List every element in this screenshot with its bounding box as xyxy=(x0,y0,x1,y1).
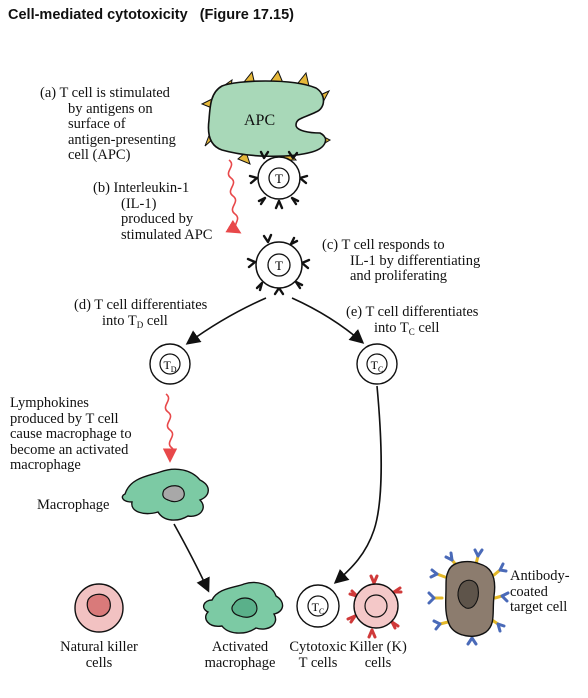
td-cell: TD xyxy=(149,343,191,385)
lymphokines-line: macrophage xyxy=(10,457,81,473)
step-a-line: (a) T cell is stimulated xyxy=(40,85,170,101)
natural-killer-label: Natural killer cells xyxy=(49,639,149,671)
target-cell xyxy=(427,548,510,646)
page-title: Cell-mediated cytotoxicity (Figure 17.15) xyxy=(8,7,294,23)
lymphokines-line: produced by T cell xyxy=(10,410,119,427)
killer-line: cells xyxy=(364,654,392,671)
step-b-line: produced by xyxy=(121,211,194,227)
t-cell-center-receptors xyxy=(246,233,311,296)
svg-text:TC: TC xyxy=(312,600,325,616)
lymphokines-line: become an activated xyxy=(10,441,129,458)
antibody-line: Antibody- xyxy=(510,568,570,584)
activated-macrophage xyxy=(202,581,284,634)
step-e-suffix: cell xyxy=(414,319,440,336)
tc-cell-label: T xyxy=(371,358,379,372)
step-b-line: (IL-1) xyxy=(121,195,157,212)
killer-receptors xyxy=(346,574,403,639)
svg-text:TC: TC xyxy=(371,358,384,374)
step-e-prefix: into T xyxy=(374,319,409,336)
activated-line: macrophage xyxy=(204,654,276,671)
step-a-label: (a) T cell is stimulated by antigens on … xyxy=(40,85,176,164)
il1-arrow xyxy=(225,159,242,234)
step-d-sub: D xyxy=(136,319,144,330)
step-e-line1: (e) T cell differentiates xyxy=(346,304,479,320)
step-b-label: (b) Interleukin-1 (IL-1) produced by sti… xyxy=(93,180,213,243)
step-a-line: surface of xyxy=(68,116,126,132)
activated-macrophage-label: Activated macrophage xyxy=(190,639,290,671)
cytotoxic-label: Cytotoxic T cells xyxy=(273,639,363,671)
apc-label: APC xyxy=(244,112,275,129)
arrow-to-td xyxy=(185,297,267,345)
natural-killer-cell xyxy=(74,583,124,633)
cytotoxic-line: T cells xyxy=(298,654,338,671)
step-d-line1: (d) T cell differentiates xyxy=(74,297,208,313)
arrow-to-tc xyxy=(291,297,365,344)
lymphokine-arrow xyxy=(162,393,178,463)
apc-body xyxy=(207,80,327,158)
step-a-line: by antigens on xyxy=(68,100,153,117)
step-a-line: cell (APC) xyxy=(68,147,131,163)
t-cell-center: T xyxy=(246,233,311,296)
killer-cell xyxy=(346,574,403,639)
killer-line: Killer (K) xyxy=(349,639,407,655)
killer-label: Killer (K) cells xyxy=(341,639,415,671)
antibody-line: coated xyxy=(510,583,548,600)
arrow-to-cytotoxic xyxy=(333,385,382,584)
step-c-line: IL-1 by differentiating xyxy=(350,252,481,269)
cytotoxic-t-cell: TC xyxy=(296,584,340,628)
step-c-line: and proliferating xyxy=(350,268,448,284)
tc-cell: TC xyxy=(356,343,398,385)
t-cell-top: T xyxy=(248,150,309,210)
figure-ref: (Figure 17.15) xyxy=(199,7,294,23)
step-c-line: (c) T cell responds to xyxy=(322,237,445,253)
td-cell-sub: D xyxy=(171,365,177,374)
nk-line: cells xyxy=(85,654,113,671)
step-a-line: antigen-presenting xyxy=(68,131,176,148)
step-d-prefix: into T xyxy=(102,312,137,329)
step-b-line: stimulated APC xyxy=(121,226,213,243)
t-cell-center-label: T xyxy=(275,258,283,273)
arrow-to-activated xyxy=(173,523,210,593)
tc-cell-sub: C xyxy=(378,365,383,374)
lymphokines-line: cause macrophage to xyxy=(10,426,132,442)
cytotoxic-cell-sub: C xyxy=(319,607,324,616)
activated-line: Activated xyxy=(211,639,269,655)
cytotoxic-line: Cytotoxic xyxy=(289,639,347,655)
macrophage-label: Macrophage xyxy=(37,497,110,513)
macrophage xyxy=(121,468,209,521)
svg-text:TD: TD xyxy=(163,358,176,374)
title-text: Cell-mediated cytotoxicity xyxy=(8,7,188,23)
lymphokines-line: Lymphokines xyxy=(10,395,89,411)
step-d-label: (d) T cell differentiates into TD cell xyxy=(74,297,208,333)
t-cell-receptors xyxy=(248,150,309,210)
antibody-label: Antibody- coated target cell xyxy=(510,568,570,616)
step-e-label: (e) T cell differentiates into TC cell xyxy=(346,304,479,340)
lymphokines-label: Lymphokines produced by T cell cause mac… xyxy=(10,395,132,474)
step-c-label: (c) T cell responds to IL-1 by different… xyxy=(322,237,481,285)
apc-cell: APC xyxy=(200,69,332,165)
step-e-sub: C xyxy=(408,326,415,337)
td-cell-label: T xyxy=(163,358,171,372)
t-cell-top-label: T xyxy=(275,171,283,186)
step-d-suffix: cell xyxy=(143,312,168,329)
step-b-line: (b) Interleukin-1 xyxy=(93,180,190,196)
antibody-line: target cell xyxy=(510,599,568,615)
nk-line: Natural killer xyxy=(60,639,138,655)
cytotoxic-cell-label: T xyxy=(312,600,320,614)
